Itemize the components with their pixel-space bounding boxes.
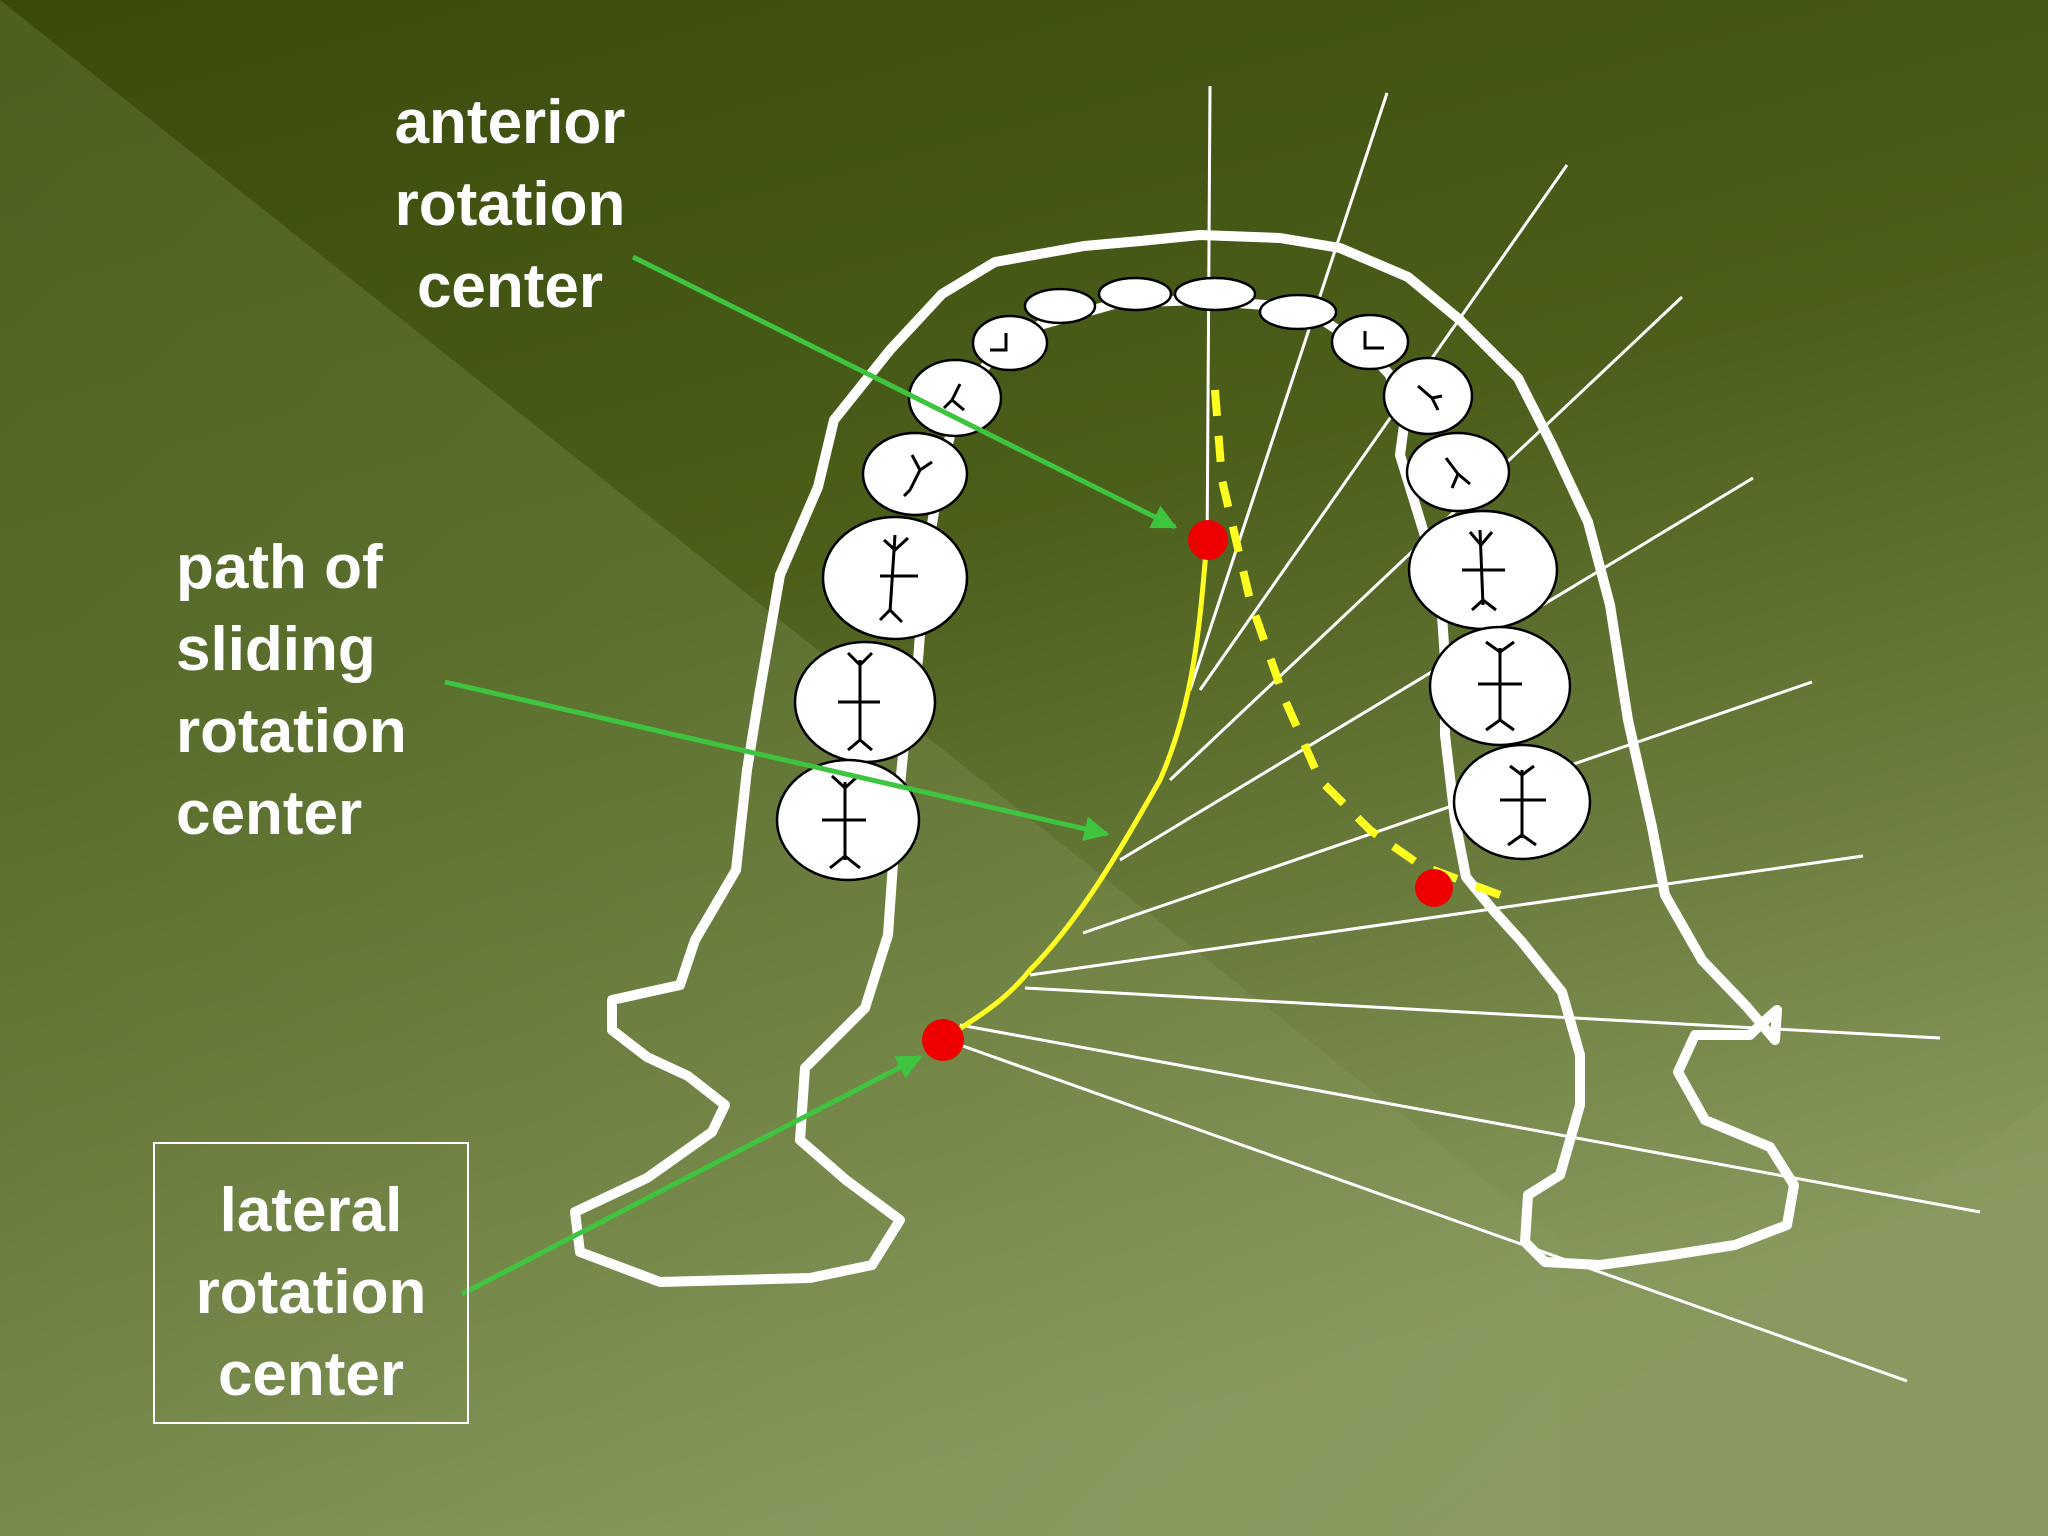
arrows xyxy=(444,254,1178,1297)
displaced-path-dashed xyxy=(1211,389,1502,899)
tooth-icon xyxy=(1023,287,1097,325)
tooth-icon xyxy=(971,314,1049,372)
anterior-rotation-center-label: anterior rotation center xyxy=(394,88,626,321)
path-arrow xyxy=(444,679,1110,842)
tooth-icon xyxy=(1258,293,1338,331)
tooth-markings xyxy=(822,331,1546,870)
tooth-icon xyxy=(1097,276,1173,312)
posterior-rotation-dot xyxy=(1415,869,1453,907)
tooth-icon xyxy=(861,431,969,517)
lateral-arrow xyxy=(460,1054,923,1297)
lateral-rotation-dot xyxy=(922,1019,964,1061)
path-of-sliding-rotation-center-label: path of sliding rotation center xyxy=(176,533,407,848)
tooth-icon xyxy=(907,358,1003,438)
anterior-arrow xyxy=(631,254,1178,530)
anterior-rotation-dot xyxy=(1188,520,1228,560)
tooth-icon xyxy=(1173,276,1257,312)
tooth-icon xyxy=(821,515,969,641)
tooth-icon xyxy=(1330,313,1410,371)
background-lower-right-band xyxy=(1400,1100,2048,1536)
sliding-path-curve xyxy=(943,539,1210,1041)
lateral-rotation-center-label: lateral rotation center xyxy=(153,1142,469,1424)
background-diagonal-band xyxy=(0,0,1560,1536)
